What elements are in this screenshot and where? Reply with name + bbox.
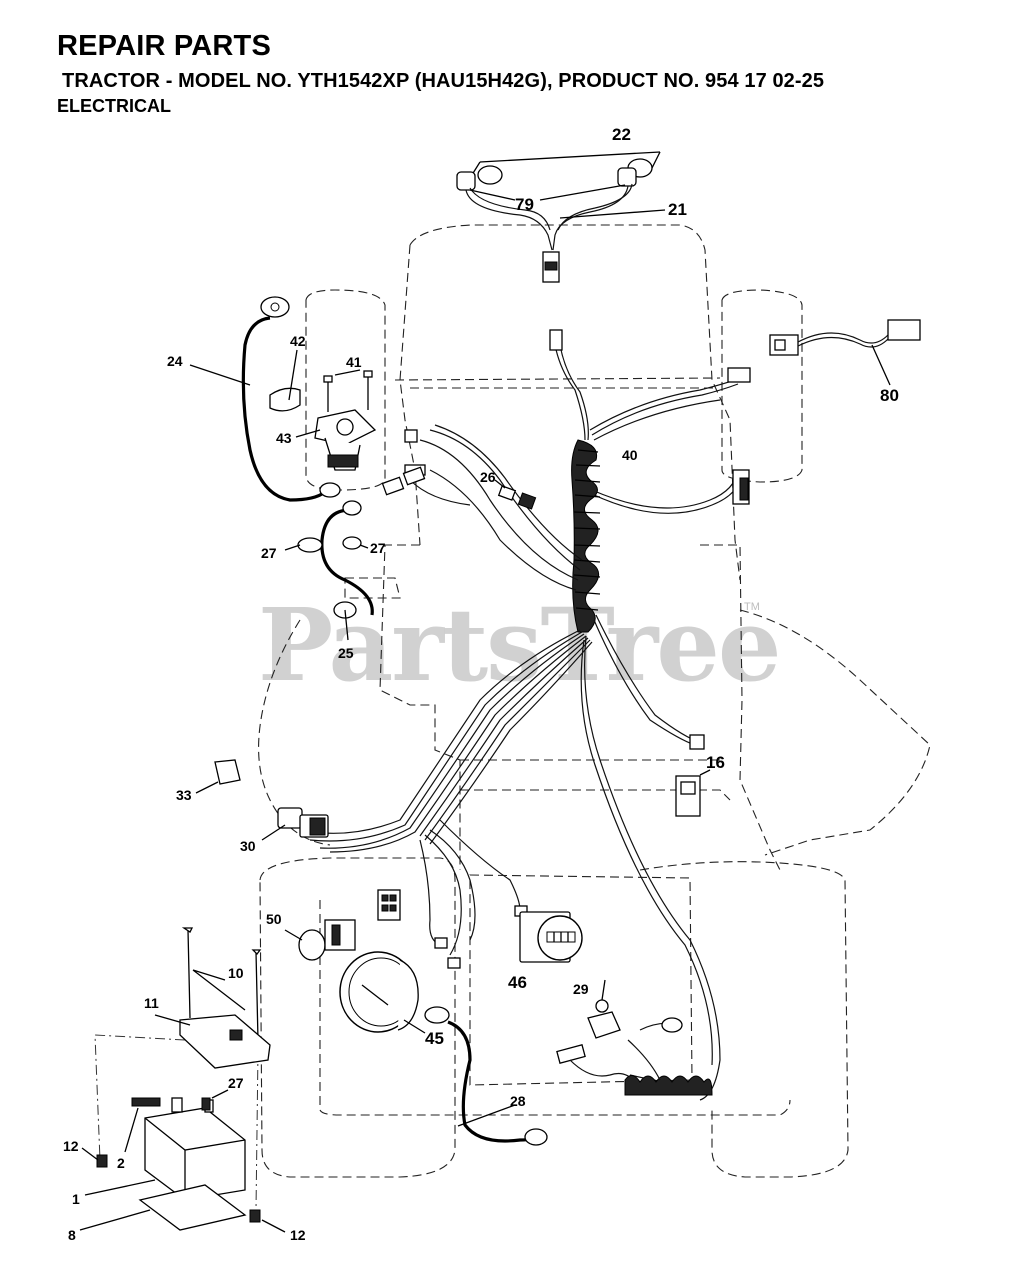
seat-switch-16 (675, 769, 711, 817)
connector-80 (769, 319, 921, 386)
callout-25: 25 (338, 645, 354, 661)
callout-80: 80 (880, 386, 899, 405)
rectifier-33 (195, 759, 241, 794)
connectors-26 (494, 479, 537, 510)
pto-switch-50 (284, 919, 356, 961)
headlight-harness (456, 151, 666, 283)
callout-42: 42 (290, 333, 306, 349)
battery-assembly (79, 927, 286, 1233)
callout-40: 40 (622, 447, 638, 463)
callout-11: 11 (144, 995, 159, 1011)
harness-connector-block (377, 889, 401, 921)
hold-down-guides (94, 1034, 259, 1211)
callout-28: 28 (510, 1093, 526, 1109)
callout-29: 29 (573, 981, 589, 997)
harness-loom (571, 439, 601, 633)
page-title: REPAIR PARTS (57, 30, 272, 62)
callout-10: 10 (228, 965, 244, 981)
callout-43: 43 (276, 430, 292, 446)
callout-50: 50 (266, 911, 282, 927)
callout-26: 26 (480, 469, 496, 485)
callout-12b: 12 (290, 1227, 306, 1243)
callout-1: 1 (72, 1191, 80, 1207)
gauge-45 (339, 951, 426, 1034)
callout-27a: 27 (261, 545, 277, 561)
callout-16: 16 (706, 753, 725, 772)
callout-12a: 12 (63, 1138, 79, 1154)
callout-46: 46 (508, 973, 527, 992)
section-label: ELECTRICAL (57, 96, 171, 116)
tractor-outline (258, 224, 931, 1178)
model-subtitle: TRACTOR - MODEL NO. YTH1542XP (HAU15H42G… (62, 70, 825, 92)
callout-27b: 27 (370, 540, 386, 556)
watermark-tm: TM (744, 601, 760, 613)
callout-labels: 22 79 21 80 24 42 41 43 40 26 27 27 25 1… (63, 125, 899, 1243)
hour-meter-46 (519, 911, 583, 963)
switch-29 (556, 979, 713, 1096)
watermark-text: PartsTree (258, 586, 780, 704)
battery-cable-28 (424, 1006, 548, 1146)
callout-22: 22 (612, 125, 631, 144)
ignition-switch-30 (261, 807, 329, 841)
callout-8: 8 (68, 1227, 76, 1243)
nut-27-battery (201, 1097, 211, 1111)
callout-2: 2 (117, 1155, 125, 1171)
callout-24: 24 (167, 353, 183, 369)
callout-27c: 27 (228, 1075, 244, 1091)
main-harness (299, 329, 751, 1101)
callout-33: 33 (176, 787, 192, 803)
callout-21: 21 (668, 200, 687, 219)
callout-30: 30 (240, 838, 256, 854)
callout-45: 45 (425, 1029, 444, 1048)
solenoid-assembly (189, 296, 426, 641)
callout-79: 79 (515, 195, 534, 214)
callout-41: 41 (346, 354, 362, 370)
